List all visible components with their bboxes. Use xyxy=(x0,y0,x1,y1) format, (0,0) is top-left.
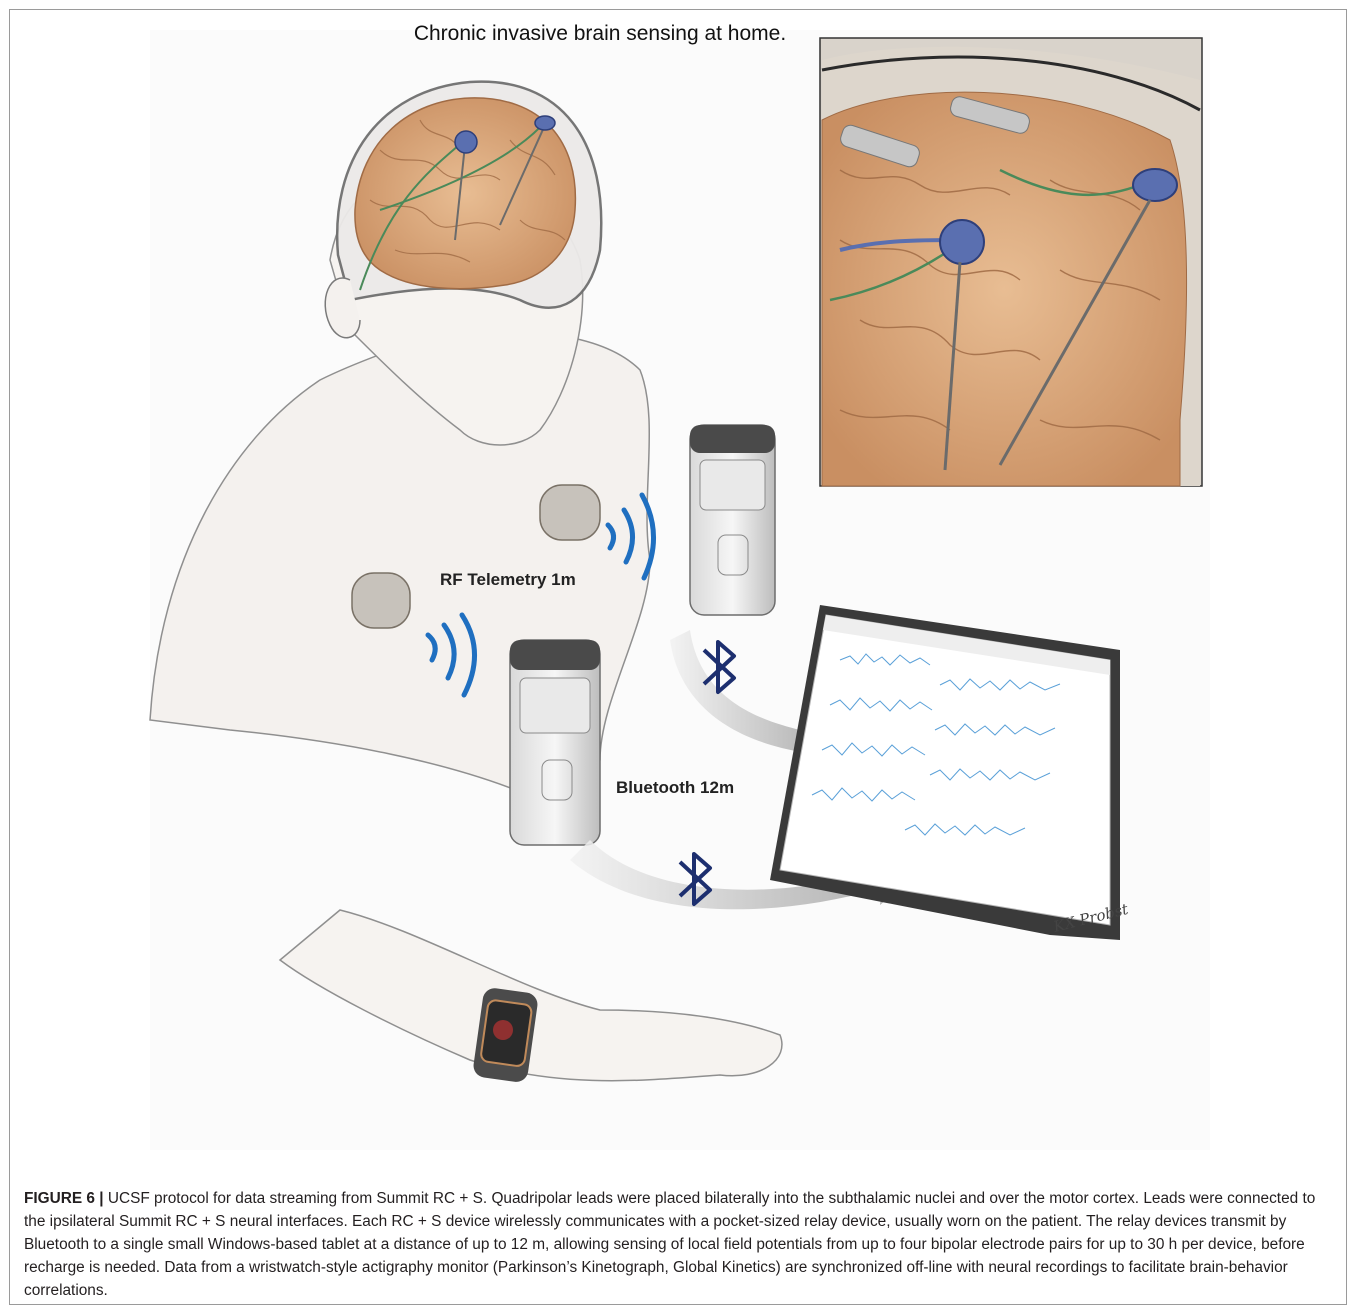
tablet-device xyxy=(770,605,1120,940)
burr-hole-cap-right xyxy=(535,116,555,130)
burr-hole-cap-left xyxy=(455,131,477,153)
neurostimulator-upper xyxy=(540,485,600,540)
figure-illustration: KX Probst xyxy=(0,0,1358,1160)
caption-text: UCSF protocol for data streaming from Su… xyxy=(24,1190,1315,1299)
figure-label: FIGURE 6 | xyxy=(24,1190,104,1207)
rf-telemetry-label: RF Telemetry 1m xyxy=(440,570,576,590)
figure-caption: FIGURE 6 | UCSF protocol for data stream… xyxy=(24,1187,1336,1302)
relay-device-lower xyxy=(510,640,600,845)
relay-device-upper xyxy=(690,425,775,615)
figure-title: Chronic invasive brain sensing at home. xyxy=(380,22,820,46)
neurostimulator-lower xyxy=(352,573,410,628)
brain-inset xyxy=(820,38,1202,486)
bluetooth-label: Bluetooth 12m xyxy=(616,778,734,798)
